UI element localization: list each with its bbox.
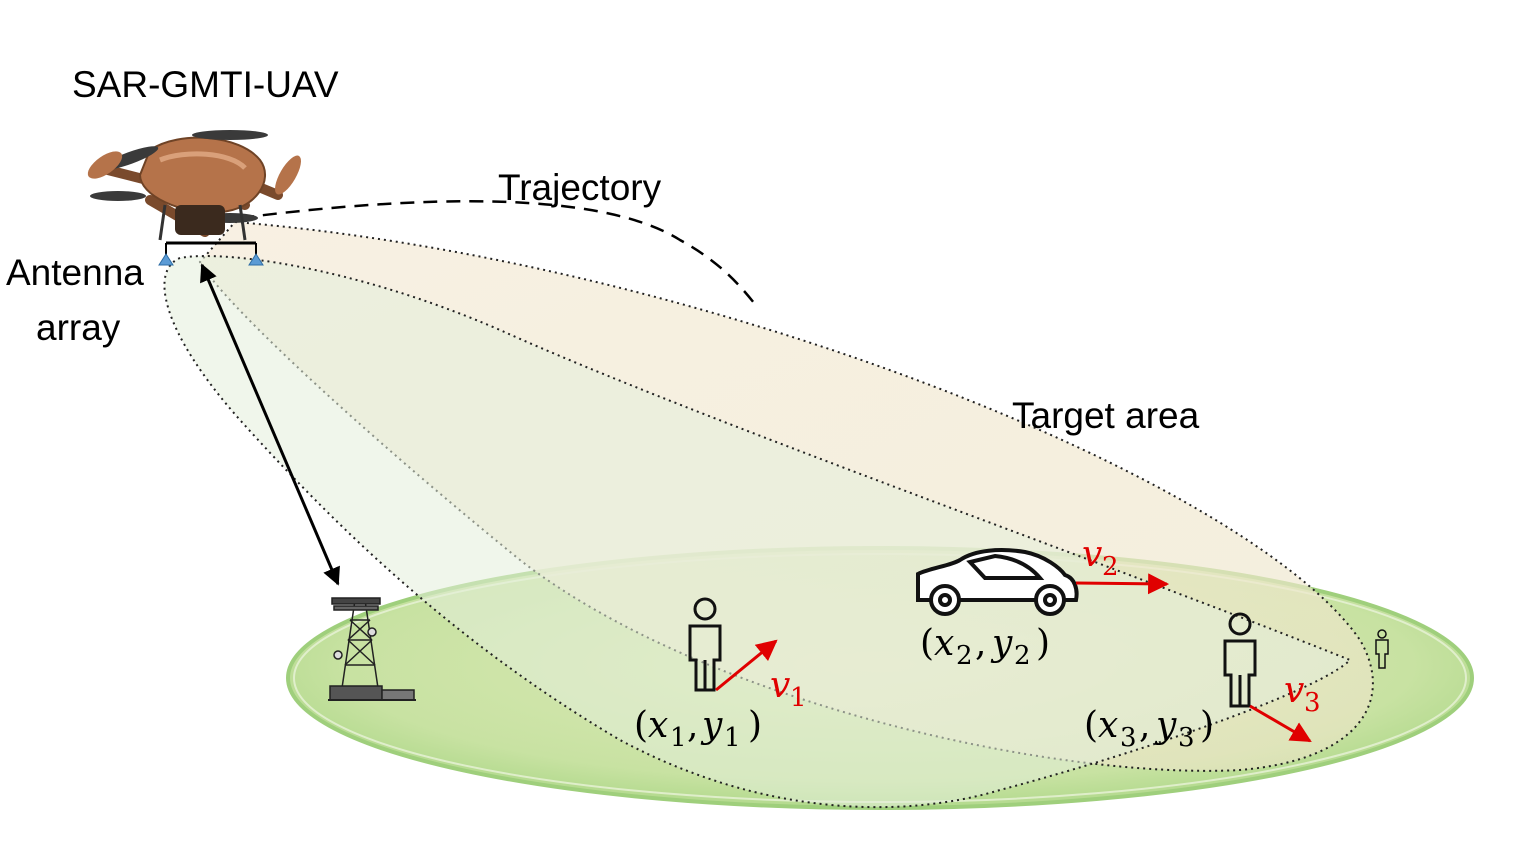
svg-text:y: y	[700, 705, 723, 746]
svg-text:): )	[1036, 623, 1050, 664]
small-person-icon	[1375, 629, 1389, 669]
svg-text:): )	[748, 705, 762, 746]
svg-text:1: 1	[724, 723, 741, 753]
svg-text:v: v	[1284, 670, 1304, 711]
svg-text:2: 2	[1014, 641, 1031, 671]
coord-label-1: ( x 1 , y 1 )	[634, 705, 762, 753]
svg-text:2: 2	[956, 641, 973, 671]
velocity-arrow-2	[1075, 573, 1170, 595]
antenna-element-right-icon	[248, 253, 264, 266]
velocity-arrow-3	[1249, 704, 1312, 743]
base-station-tower-icon	[328, 597, 416, 701]
uav-drone-icon	[87, 130, 301, 256]
antenna-label-line1: Antenna	[6, 252, 144, 293]
trajectory-label: Trajectory	[498, 167, 662, 208]
svg-text:x: x	[1098, 705, 1118, 746]
svg-text:1: 1	[790, 683, 807, 713]
svg-text:): )	[1200, 705, 1214, 746]
svg-text:(: (	[920, 623, 934, 664]
svg-text:y: y	[990, 623, 1013, 664]
comm-beam	[163, 255, 1352, 809]
coord-label-2: ( x 2 , y 2 )	[920, 623, 1050, 671]
velocity-label-2: v 2	[1082, 534, 1119, 582]
svg-text:v: v	[770, 665, 790, 706]
svg-text:,: ,	[975, 623, 986, 664]
velocity-label-1: v 1	[770, 665, 807, 713]
uav-label: SAR-GMTI-UAV	[72, 64, 339, 105]
svg-text:y: y	[1154, 705, 1177, 746]
svg-text:,: ,	[687, 705, 698, 746]
svg-text:x: x	[934, 623, 954, 664]
person-target-3-icon	[1223, 612, 1257, 708]
svg-text:(: (	[634, 705, 648, 746]
person-target-1-icon	[688, 597, 722, 692]
trajectory-path	[239, 200, 759, 309]
svg-text:3: 3	[1304, 688, 1321, 718]
antenna-label-line2: array	[36, 307, 121, 348]
coord-label-3: ( x 3 , y 3 )	[1084, 705, 1214, 753]
svg-text:(: (	[1084, 705, 1098, 746]
target-area-label: Target area	[1012, 395, 1200, 436]
velocity-label-3: v 3	[1284, 670, 1321, 718]
car-target-2-icon	[916, 548, 1079, 616]
svg-text:v: v	[1082, 534, 1102, 575]
velocity-arrow-1	[715, 639, 778, 692]
svg-text:x: x	[648, 705, 668, 746]
antenna-element-left-icon	[158, 253, 174, 266]
comm-link-arrow	[200, 263, 340, 586]
svg-text:3: 3	[1178, 723, 1195, 753]
svg-text:2: 2	[1102, 552, 1119, 582]
svg-text:3: 3	[1120, 723, 1137, 753]
svg-text:,: ,	[1139, 705, 1150, 746]
svg-text:1: 1	[670, 723, 687, 753]
